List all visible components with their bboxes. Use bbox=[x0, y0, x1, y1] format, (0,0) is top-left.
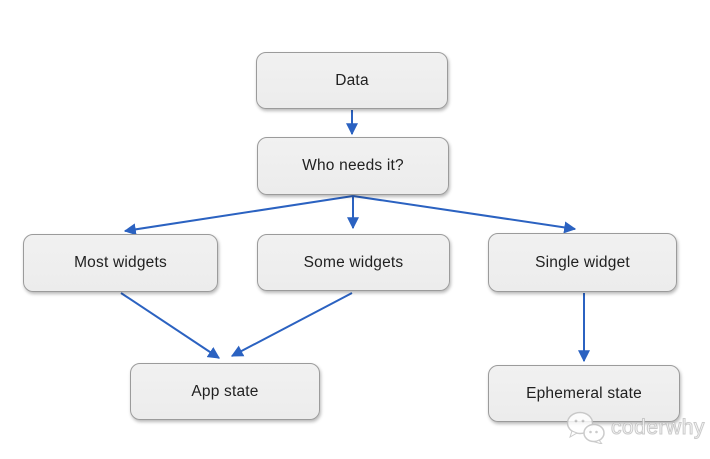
edge-who-to-single bbox=[352, 195, 577, 234]
node-some-widgets: Some widgets bbox=[257, 234, 450, 291]
edge-who-to-most bbox=[123, 195, 354, 236]
node-who-needs-it: Who needs it? bbox=[257, 137, 449, 195]
watermark-text: coderwhy bbox=[611, 415, 705, 439]
watermark: coderwhy bbox=[566, 411, 705, 444]
edge-most-to-app bbox=[120, 292, 221, 359]
node-app-state: App state bbox=[130, 363, 320, 420]
wechat-icon bbox=[566, 411, 605, 444]
node-single-widget: Single widget bbox=[488, 233, 677, 292]
node-data: Data bbox=[256, 52, 448, 109]
node-most-widgets: Most widgets bbox=[23, 234, 218, 292]
edge-some-to-app bbox=[230, 292, 353, 357]
